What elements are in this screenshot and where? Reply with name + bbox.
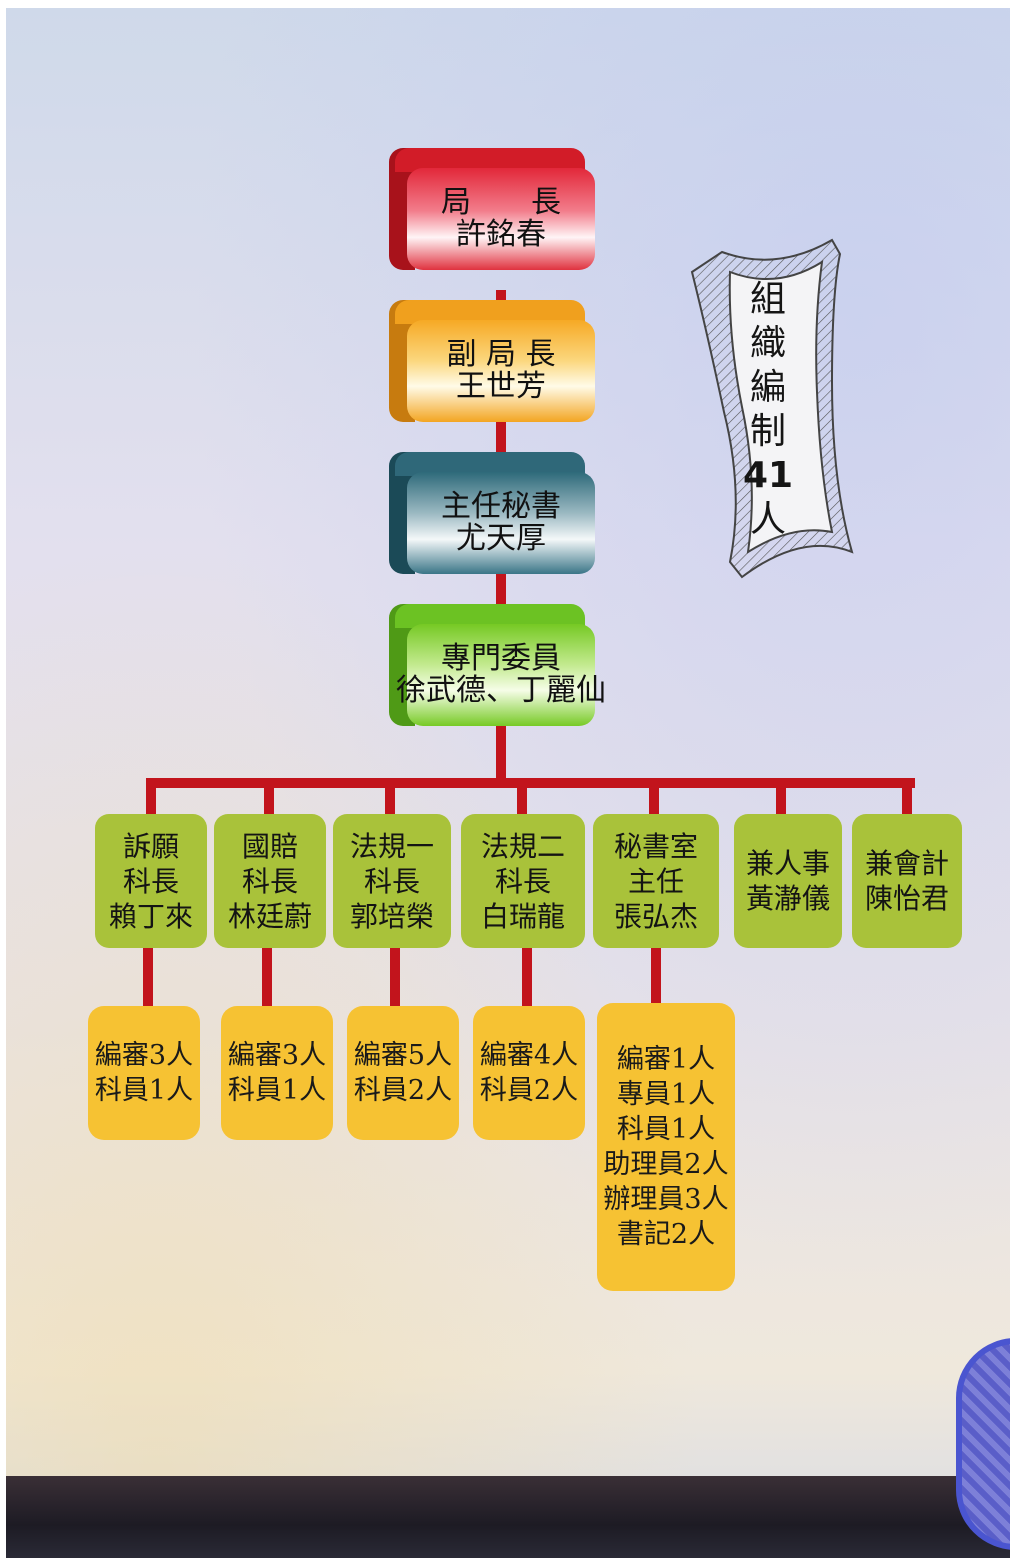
staff-line: 編審3人 [94, 1040, 194, 1071]
banner-char: 編 [749, 367, 786, 408]
deputy-director-name: 王世芳 [456, 369, 546, 404]
staff-regulations-2: 編審4人科員2人 [473, 1006, 585, 1140]
staff-line: 科員1人 [227, 1075, 327, 1106]
corner-object-decoration [956, 1338, 1010, 1550]
connector-drop-3 [385, 778, 395, 818]
dept-person: 張弘杰 [613, 899, 698, 933]
dept-regulations-1: 法規一科長郭培榮 [333, 814, 451, 948]
dept-role: 主任 [627, 864, 684, 898]
senior-specialist-names: 徐武德、丁麗仙 [396, 673, 606, 708]
dept-person: 白瑞龍 [480, 899, 565, 933]
dept-person: 郭培榮 [349, 899, 434, 933]
dept-label: 秘書室 [613, 829, 698, 863]
dept-accounting: 兼會計陳怡君 [852, 814, 962, 948]
staff-state-compensation: 編審3人科員1人 [221, 1006, 333, 1140]
connector-drop-5 [649, 778, 659, 818]
dept-label: 法規二 [480, 829, 565, 863]
dept-label: 國賠 [241, 829, 298, 863]
staff-line: 科員2人 [353, 1075, 453, 1106]
connector-staff-4 [522, 943, 532, 1009]
staff-line: 科員1人 [94, 1075, 194, 1106]
dept-label: 兼會計 [864, 847, 949, 880]
dept-role: 科長 [122, 864, 179, 898]
staff-petition: 編審3人科員1人 [88, 1006, 200, 1140]
director-box: 局 長許銘春 [389, 148, 597, 270]
staff-line: 編審1人 [616, 1044, 716, 1075]
chief-secretary-title: 主任秘書 [441, 489, 561, 524]
staff-line: 科員1人 [616, 1114, 716, 1145]
staff-line: 辦理員3人 [603, 1184, 729, 1215]
banner-unit: 人 [749, 499, 786, 540]
director-title: 局 長 [441, 185, 561, 220]
staff-line: 書記2人 [616, 1219, 716, 1250]
senior-specialist-box: 專門委員徐武德、丁麗仙 [389, 604, 606, 726]
connector-horizontal-bus [147, 778, 915, 788]
banner-char: 制 [749, 411, 786, 452]
staff-line: 編審4人 [479, 1040, 579, 1071]
connector-staff-5 [651, 943, 661, 1009]
connector-drop-1 [146, 778, 156, 818]
staff-line: 助理員2人 [603, 1149, 729, 1180]
chief-secretary-name: 尤天厚 [456, 521, 546, 556]
staff-regulations-1: 編審5人科員2人 [347, 1006, 459, 1140]
connector-drop-4 [517, 778, 527, 818]
dept-label: 訴願 [122, 829, 179, 863]
connector-drop-7 [902, 778, 912, 818]
connector-drop-2 [264, 778, 274, 818]
connector-drop-6 [776, 778, 786, 818]
dept-petition: 訴願科長賴丁來 [95, 814, 207, 948]
banner-char: 織 [749, 323, 786, 364]
dept-person: 林廷蔚 [227, 899, 312, 933]
staff-line: 科員2人 [479, 1075, 579, 1106]
connector-staff-1 [143, 943, 153, 1009]
deputy-director-title: 副 局 長 [446, 337, 556, 372]
bottom-dark-band [6, 1476, 1010, 1558]
deputy-director-box: 副 局 長王世芳 [389, 300, 597, 422]
dept-person: 賴丁來 [108, 899, 193, 933]
dept-person: 黃瀞儀 [745, 882, 830, 915]
dept-regulations-2: 法規二科長白瑞龍 [461, 814, 585, 948]
scroll-banner-graphic [690, 238, 854, 579]
dept-role: 科長 [494, 864, 551, 898]
scroll-banner-text: 組 織 編 制 41 人 [740, 278, 796, 542]
staff-line: 專員1人 [616, 1079, 716, 1110]
connector-staff-2 [262, 943, 272, 1009]
chief-secretary-box: 主任秘書尤天厚 [389, 452, 597, 574]
dept-secretariat: 秘書室主任張弘杰 [593, 814, 719, 948]
dept-person: 陳怡君 [864, 882, 949, 915]
dept-role: 科長 [363, 864, 420, 898]
dept-label: 兼人事 [745, 847, 830, 880]
staff-line: 編審3人 [227, 1040, 327, 1071]
connector-staff-3 [390, 943, 400, 1009]
org-chart: 局 長許銘春 副 局 長王世芳 主任秘書尤天厚 專門委員徐武德、丁麗仙 訴願科長… [6, 8, 1010, 1558]
staff-line: 編審5人 [353, 1040, 453, 1071]
dept-label: 法規一 [349, 829, 434, 863]
banner-number: 41 [742, 455, 794, 496]
dept-personnel: 兼人事黃瀞儀 [734, 814, 842, 948]
senior-specialist-title: 專門委員 [441, 641, 561, 676]
banner-char: 組 [749, 279, 786, 320]
dept-role: 科長 [241, 864, 298, 898]
director-name: 許銘春 [456, 217, 546, 252]
staff-secretariat: 編審1人專員1人科員1人助理員2人辦理員3人書記2人 [597, 1003, 735, 1291]
dept-state-compensation: 國賠科長林廷蔚 [214, 814, 326, 948]
